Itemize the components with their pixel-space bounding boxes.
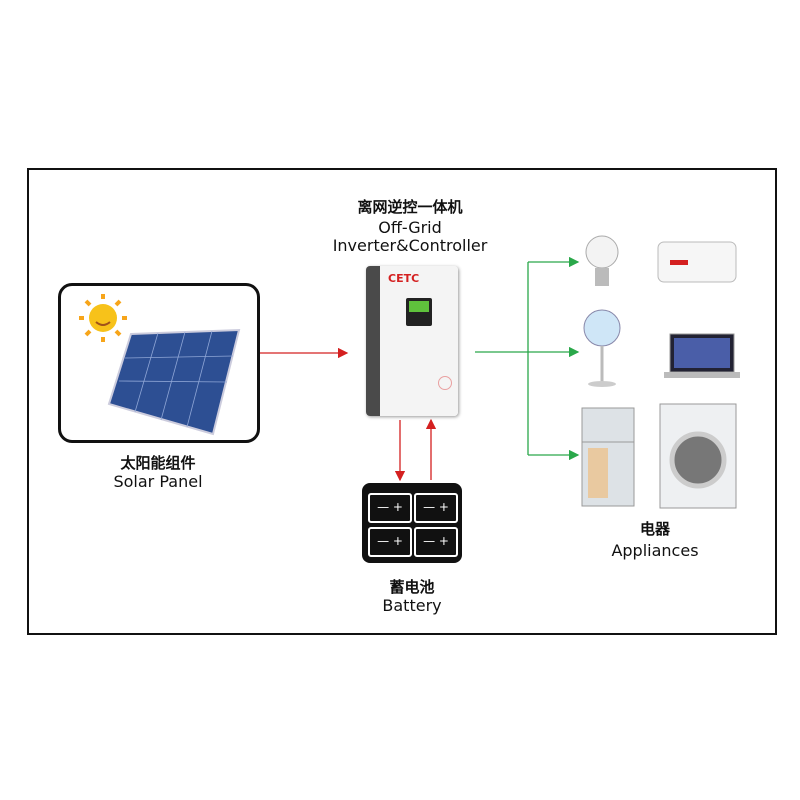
inverter-to-appliances-arrows [475,256,580,461]
inverter-sun-logo-icon [438,376,452,390]
solar-panel-box [58,283,260,443]
inverter-lcd [406,298,432,326]
pv-panel-icon [107,328,241,436]
battery-cell: — + [414,493,458,523]
inverter-title-en2: Inverter&Controller [332,236,488,255]
electric-fan-icon [583,309,621,387]
battery-image: — + — + — + — + [362,483,462,563]
air-conditioner-icon [657,241,737,283]
light-bulb-icon [585,235,619,286]
inverter-device: CETC [366,266,458,416]
washing-machine-icon [659,403,737,509]
refrigerator-icon [581,407,635,507]
battery-cell: — + [368,493,412,523]
appliances-label-en: Appliances [611,541,699,560]
diagram-frame [27,168,777,635]
solar-label-en: Solar Panel [113,472,203,491]
appliances-label-cn: 电器 [639,520,670,538]
solar-panel-image [79,294,241,436]
battery-label-en: Battery [382,596,442,615]
solar-label-cn: 太阳能组件 [120,454,196,472]
laptop-icon [664,333,740,378]
battery-label-cn: 蓄电池 [389,578,435,596]
inverter-title-en1: Off-Grid [378,218,442,237]
appliances-images [581,235,740,509]
inverter-title-cn: 离网逆控一体机 [357,198,463,216]
inverter-brand: CETC [388,272,420,285]
sun-icon [79,294,127,342]
battery-cell: — + [414,527,458,557]
battery-cell: — + [368,527,412,557]
